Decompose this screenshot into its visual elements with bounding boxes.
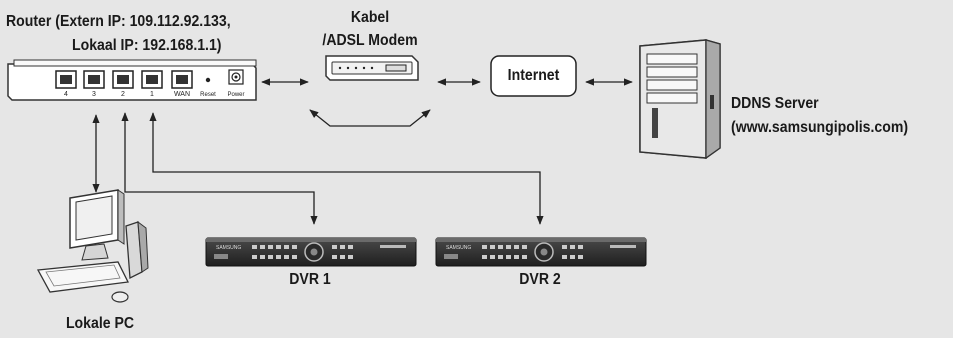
dvr2-brand: SAMSUNG [446, 245, 471, 251]
port-label-4: 4 [64, 91, 68, 98]
reset-label: Reset [200, 92, 216, 98]
router-port-2 [112, 70, 134, 89]
modem-label-line1: Kabel [350, 9, 390, 26]
router-port-1 [141, 70, 163, 89]
modem-label-line2: /ADSL Modem [322, 32, 418, 49]
router-device: 4 3 2 1 WAN Reset Power [7, 59, 257, 101]
modem-device [325, 55, 419, 81]
local-pc [36, 189, 149, 303]
router-port-wan [171, 70, 193, 89]
ddns-label-line1: DDNS Server [731, 95, 819, 112]
dvr1-brand: SAMSUNG [216, 245, 241, 251]
dvr2-label: DVR 2 [519, 271, 561, 288]
router-port-3 [83, 70, 105, 89]
port-label-3: 3 [92, 91, 96, 98]
pc-label: Lokale PC [65, 315, 135, 332]
ddns-server-tower [639, 39, 721, 160]
arrow-modem-loop [309, 109, 431, 127]
arrow-router-dvr2 [149, 112, 544, 225]
dvr1-device: SAMSUNG [205, 237, 417, 267]
ddns-label-line2: (www.samsungipolis.com) [731, 119, 909, 136]
dvr1-label: DVR 1 [289, 271, 331, 288]
power-connector [228, 69, 244, 85]
port-label-wan: WAN [174, 91, 190, 98]
internet-box [490, 55, 577, 97]
router-label-line2: Lokaal IP: 192.168.1.1) [72, 37, 222, 54]
port-label-2: 2 [121, 91, 125, 98]
power-label: Power [227, 92, 244, 98]
port-label-1: 1 [150, 91, 154, 98]
internet-label: Internet [507, 67, 560, 84]
router-port-4 [55, 70, 77, 89]
router-label-line1: Router (Extern IP: 109.112.92.133, [6, 13, 231, 30]
dvr2-device: SAMSUNG [435, 237, 647, 267]
reset-button-dot [205, 77, 211, 83]
